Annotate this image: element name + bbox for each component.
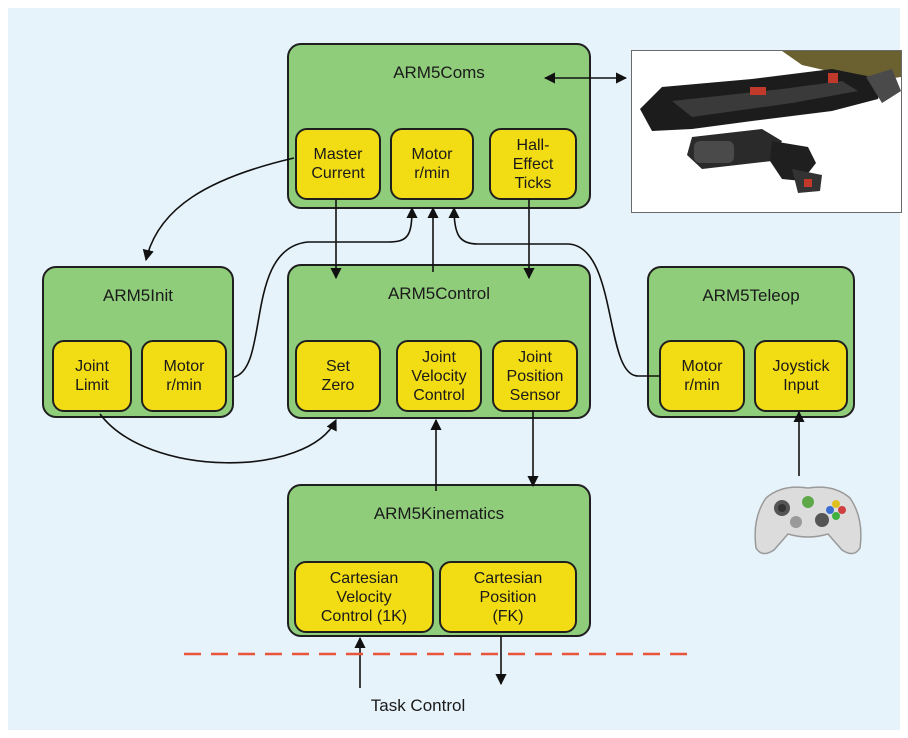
game-controller-image: [752, 478, 864, 560]
submodule-motor-rmin: Motor r/min: [390, 128, 474, 200]
module-title: ARM5Control: [387, 284, 491, 303]
arrow-master-current-to-init: [142, 157, 295, 262]
submodule-cartesian-position: Cartesian Position (FK): [439, 561, 577, 633]
module-arm5init: ARM5Init Joint Limit Motor r/min: [42, 266, 234, 418]
submodule-cartesian-velocity-control: Cartesian Velocity Control (1K): [294, 561, 434, 633]
module-arm5teleop: ARM5Teleop Motor r/min Joystick Input: [647, 266, 855, 418]
submodule-joint-limit: Joint Limit: [52, 340, 132, 412]
submodule-master-current: Master Current: [295, 128, 381, 200]
robot-arm-photo: [631, 50, 902, 213]
submodule-joint-position-sensor: Joint Position Sensor: [492, 340, 578, 412]
submodule-hall-effect-ticks: Hall- Effect Ticks: [489, 128, 577, 200]
submodule-motor-rmin: Motor r/min: [141, 340, 227, 412]
submodule-motor-rmin: Motor r/min: [659, 340, 745, 412]
module-title: ARM5Coms: [393, 63, 485, 82]
submodule-set-zero: Set Zero: [295, 340, 381, 412]
task-control-label: Task Control: [370, 696, 466, 715]
submodule-joystick-input: Joystick Input: [754, 340, 848, 412]
module-arm5coms: ARM5Coms Master Current Motor r/min Hall…: [287, 43, 591, 209]
module-title: ARM5Init: [103, 286, 173, 305]
robot-arm-drawing: [632, 51, 901, 212]
controller-drawing: [754, 486, 862, 555]
module-arm5kinematics: ARM5Kinematics Cartesian Velocity Contro…: [287, 484, 591, 637]
module-title: ARM5Teleop: [702, 286, 800, 305]
submodule-joint-velocity-control: Joint Velocity Control: [396, 340, 482, 412]
diagram-canvas: ARM5Coms Master Current Motor r/min Hall…: [8, 8, 902, 730]
module-title: ARM5Kinematics: [373, 504, 505, 523]
arrow-joint-limit-to-set-zero: [99, 413, 337, 464]
module-arm5control: ARM5Control Set Zero Joint Velocity Cont…: [287, 264, 591, 419]
